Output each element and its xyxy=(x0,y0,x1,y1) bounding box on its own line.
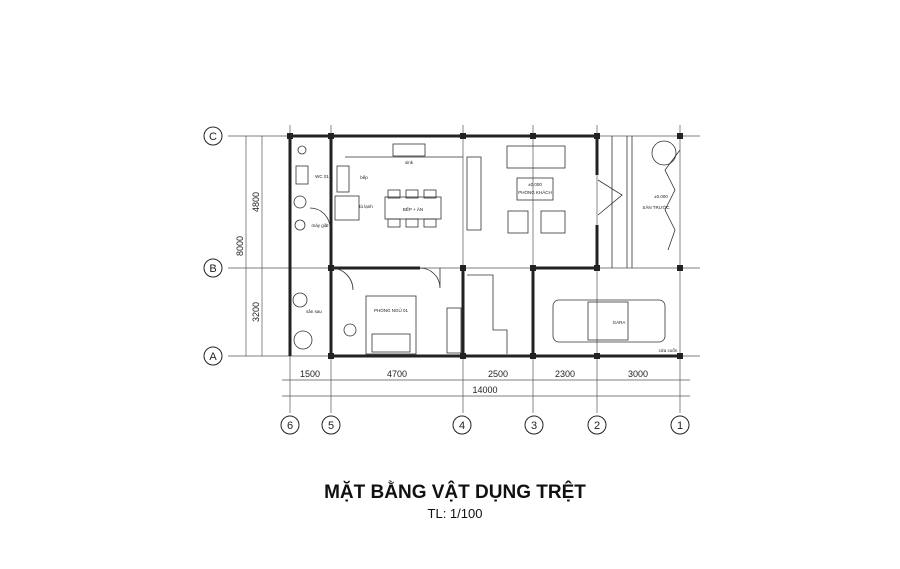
label-rolling-door: cửa cuốn xyxy=(659,347,678,353)
label-living: PHÒNG KHÁCH xyxy=(518,189,552,195)
grid-label-b: B xyxy=(209,263,216,275)
label-front-yard: SÂN TRƯỚC xyxy=(642,204,670,210)
grid-label-4: 4 xyxy=(459,420,465,432)
label-sink: sink xyxy=(405,160,414,165)
grid-label-c: C xyxy=(209,131,217,143)
dim-2500: 2500 xyxy=(488,369,508,379)
axis-bubbles xyxy=(203,126,690,435)
furniture xyxy=(292,136,681,355)
grid-label-1: 1 xyxy=(677,420,683,432)
label-stove: bếp xyxy=(360,175,368,180)
drawing-scale: TL: 1/100 xyxy=(427,506,483,521)
dim-1500: 1500 xyxy=(300,369,320,379)
label-wc: WC 01 xyxy=(315,174,329,179)
label-level-living: ±0.000 xyxy=(528,182,542,187)
label-fridge: tủ lạnh xyxy=(359,203,373,209)
label-bedroom: PHÒNG NGỦ 01 xyxy=(374,307,409,313)
grid-label-2: 2 xyxy=(594,420,600,432)
columns xyxy=(287,133,683,359)
dim-4700: 4700 xyxy=(387,369,407,379)
grid-label-a: A xyxy=(209,351,217,363)
label-garage: GARA xyxy=(613,320,626,325)
label-washer: máy giặt xyxy=(311,223,329,228)
dim-total: 14000 xyxy=(472,385,497,395)
dim-8000: 8000 xyxy=(235,236,245,256)
dim-2300: 2300 xyxy=(555,369,575,379)
label-back-yard: sân sau xyxy=(306,309,322,314)
label-kitchen: BẾP + ĂN xyxy=(403,206,423,212)
drawing-title: MẶT BẰNG VẬT DỤNG TRỆT xyxy=(324,482,586,503)
dim-3200: 3200 xyxy=(251,302,261,322)
walls xyxy=(288,134,680,358)
grid-label-5: 5 xyxy=(328,420,334,432)
dim-4800: 4800 xyxy=(251,192,261,212)
grid-label-6: 6 xyxy=(287,420,293,432)
label-level-yard: ±0.000 xyxy=(654,194,668,199)
dim-3000: 3000 xyxy=(628,369,648,379)
grid-label-3: 3 xyxy=(531,420,537,432)
